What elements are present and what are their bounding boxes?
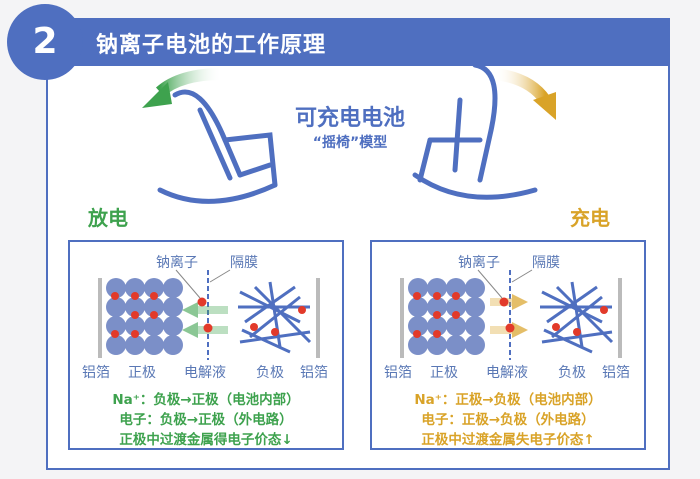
electron-direction-text: 电子：负极→正极（外电路） — [119, 412, 293, 428]
valence-text: 正极中过渡金属得电子价态↓ — [119, 432, 293, 448]
right-chair-icon — [412, 62, 538, 200]
foil-label: 铝箔 — [602, 365, 630, 381]
discharge-cell-illustration — [98, 269, 320, 360]
anode-label: 负极 — [558, 365, 586, 381]
electrolyte-label: 电解液 — [486, 365, 528, 381]
cathode-label: 正极 — [430, 365, 458, 381]
sodium-ion-label: 钠离子 — [156, 255, 198, 271]
rocking-chairs-illustration — [142, 62, 556, 204]
ion-direction-text: Na⁺：正极→负极（电池内部） — [414, 392, 602, 408]
header-bar — [50, 18, 670, 66]
cathode-label: 正极 — [128, 365, 156, 381]
charge-label: 充电 — [570, 206, 610, 230]
anode-label: 负极 — [256, 365, 284, 381]
center-title: 可充电电池 — [294, 106, 405, 131]
charge-cell-illustration — [400, 269, 622, 360]
valence-text: 正极中过渡金属失电子价态↑ — [421, 432, 595, 448]
electron-direction-text: 电子：正极→负极（外电路） — [421, 412, 595, 428]
separator-label: 隔膜 — [230, 255, 258, 271]
foil-label: 铝箔 — [384, 365, 412, 381]
sodium-ion-label: 钠离子 — [458, 255, 500, 271]
center-subtitle: “摇椅”模型 — [312, 135, 388, 151]
left-chair-icon — [157, 89, 278, 204]
separator-label: 隔膜 — [532, 255, 560, 271]
foil-label: 铝箔 — [82, 365, 110, 381]
foil-label: 铝箔 — [300, 365, 328, 381]
section-number: 2 — [7, 4, 83, 80]
charge-panel: 钠离子 隔膜 铝箔 正极 电解液 负极 铝箔 Na⁺：正极→负极（电池内部） 电… — [370, 240, 646, 450]
discharge-label: 放电 — [88, 206, 128, 230]
charge-arrow-icon — [494, 68, 550, 104]
ion-direction-text: Na⁺：负极→正极（电池内部） — [112, 392, 300, 408]
section-title: 钠离子电池的工作原理 — [96, 33, 327, 58]
discharge-panel: 钠离子 隔膜 铝箔 正极 电解液 负极 铝箔 Na⁺：负极→正极（电池内部） 电… — [68, 240, 344, 450]
electrolyte-label: 电解液 — [184, 365, 226, 381]
